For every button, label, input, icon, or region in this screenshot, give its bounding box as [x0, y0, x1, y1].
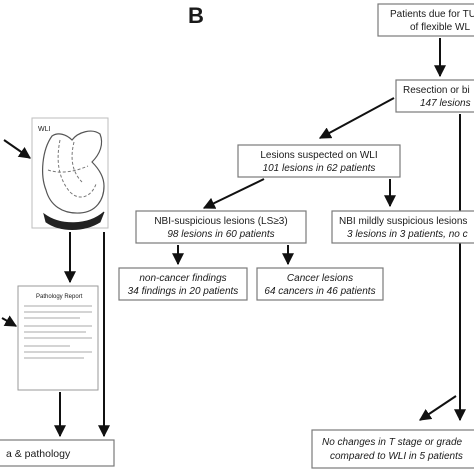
panel-label: B [188, 3, 204, 28]
arrow-to-bottom-box [419, 395, 457, 421]
box-pathology-bottom [0, 439, 115, 467]
box-nbi-suspicious [135, 210, 307, 244]
box-noncancer [118, 267, 248, 301]
box-patients-due-line2: of flexible WL [410, 22, 470, 33]
box-no-changes-line2: compared to WLI in 5 patients [330, 451, 463, 462]
box-cancer [256, 267, 384, 301]
box-noncancer-line2: 34 findings in 20 patients [128, 286, 239, 297]
box-patients-due-line1: Patients due for TU [390, 9, 474, 20]
box-resection-line2: 147 lesions [420, 98, 471, 109]
box-nbi-mild-line1: NBI mildly suspicious lesions [339, 216, 467, 227]
box-nbi-suspicious-line2: 98 lesions in 60 patients [167, 229, 274, 240]
arrow-to-stomach [3, 139, 31, 159]
arrow-suspected-to-nbi [202, 178, 265, 209]
box-nbi-suspicious-line1: NBI-suspicious lesions (LS≥3) [154, 216, 287, 227]
box-noncancer-line1: non-cancer findings [139, 273, 226, 284]
box-patients-due [377, 3, 474, 37]
box-pathology-bottom-text: a & pathology [6, 448, 71, 460]
box-cancer-line1: Cancer lesions [287, 273, 353, 284]
stomach-illustration: WLI [31, 117, 109, 230]
arrow-left-to-report [1, 315, 18, 327]
box-nbi-mild-line2: 3 lesions in 3 patients, no c [347, 229, 468, 240]
box-cancer-line2: 64 cancers in 46 patients [264, 286, 375, 297]
box-no-changes [311, 429, 474, 469]
box-resection [395, 79, 474, 113]
box-nbi-mild [331, 210, 474, 244]
box-no-changes-line1: No changes in T stage or grade [322, 437, 463, 448]
box-suspected-wli-line2: 101 lesions in 62 patients [263, 163, 376, 174]
box-resection-line1: Resection or bi [403, 85, 470, 96]
pathology-report-document: Pathology Report [17, 285, 99, 391]
arrow-resection-to-stomach [318, 97, 395, 139]
box-suspected-wli [237, 144, 401, 178]
pathology-report-title: Pathology Report [36, 294, 83, 300]
wli-label: WLI [38, 126, 51, 133]
box-suspected-wli-line1: Lesions suspected on WLI [260, 150, 377, 161]
